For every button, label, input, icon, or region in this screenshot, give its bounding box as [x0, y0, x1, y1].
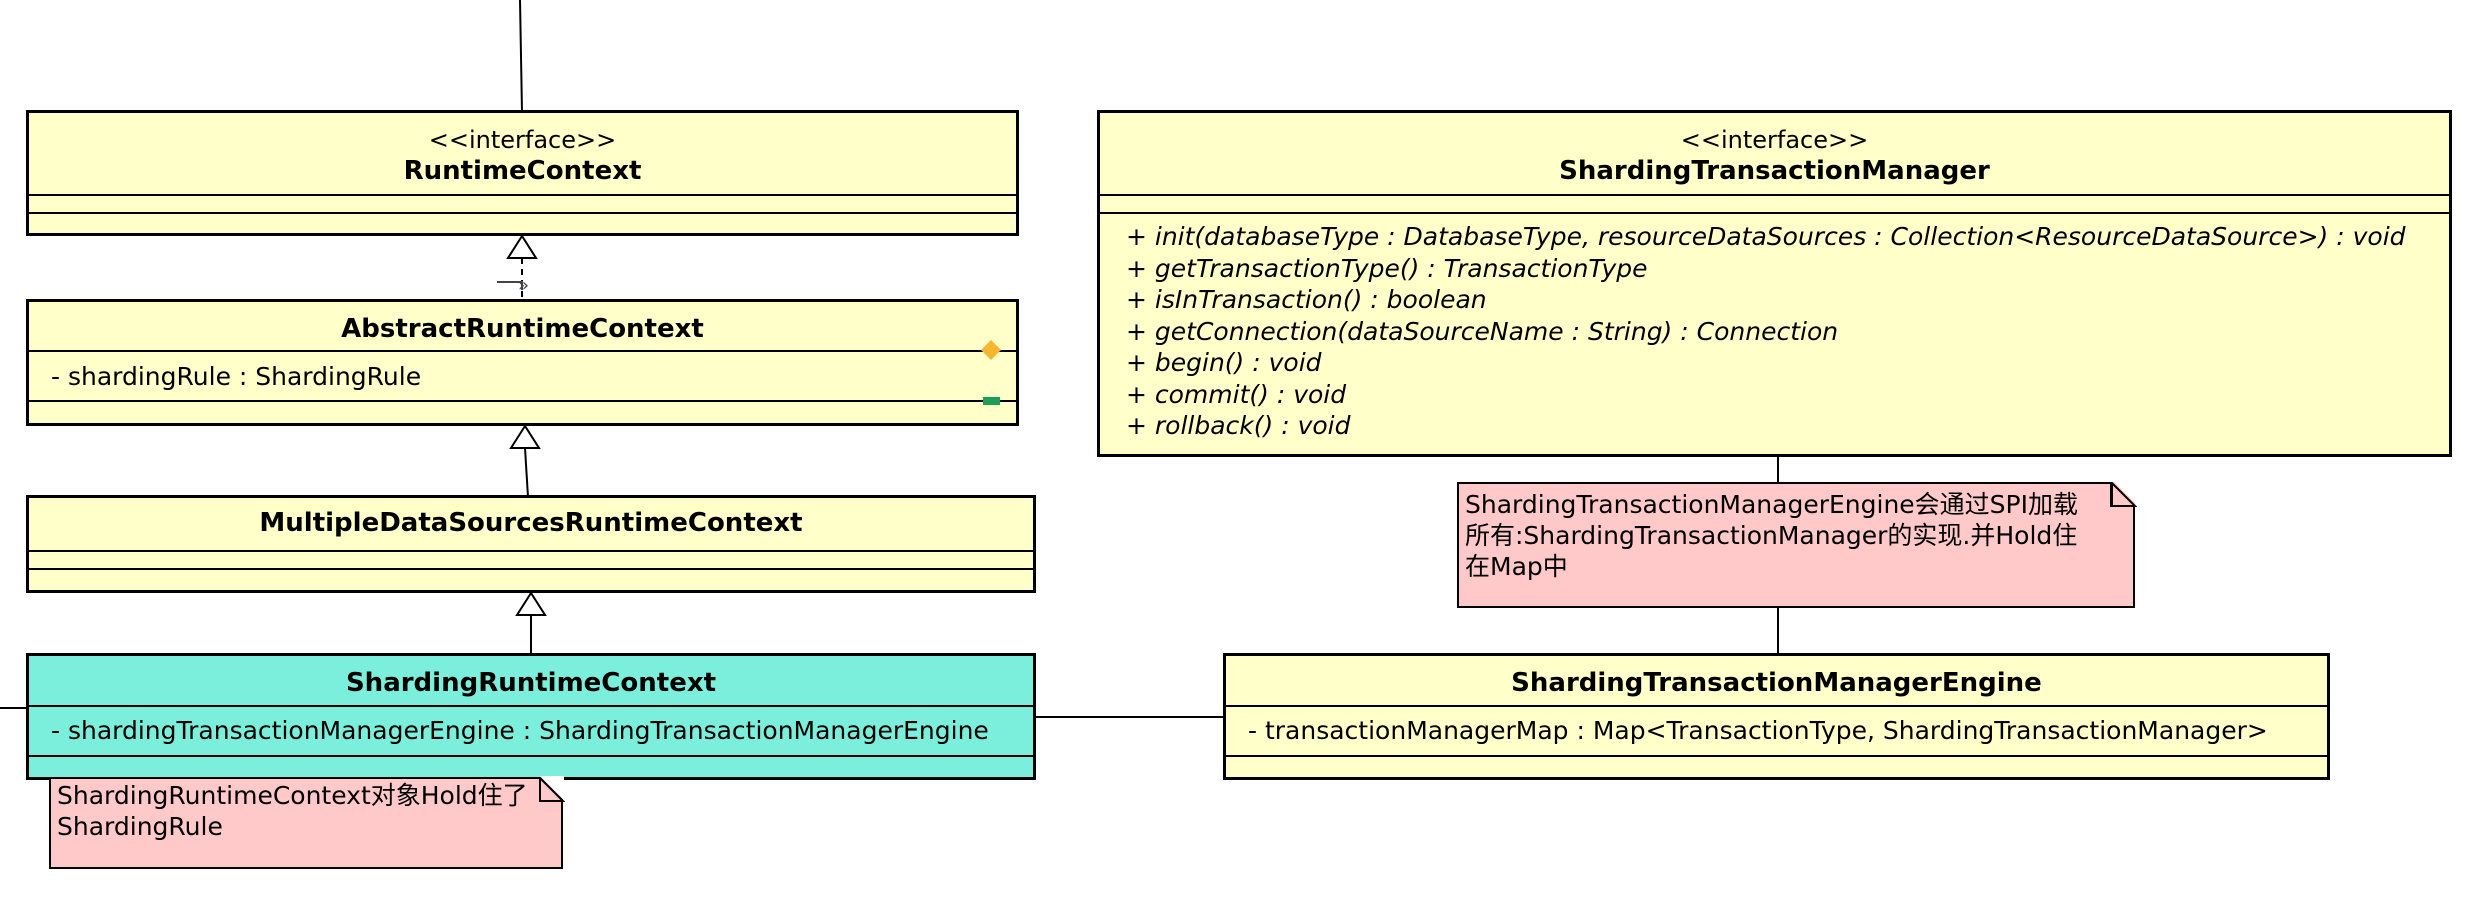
- class-name: ShardingRuntimeContext: [345, 668, 717, 698]
- compartment-divider: [29, 350, 1016, 352]
- class-multiple-datasources-runtime-context[interactable]: MultipleDataSourcesRuntimeContext: [26, 495, 1036, 593]
- note-runtime[interactable]: ShardingRuntimeContext对象Hold住了 ShardingR…: [49, 777, 563, 869]
- generalization-arrowhead-1: [509, 424, 541, 449]
- class-header: <<interface>> ShardingTransactionManager: [1100, 113, 2449, 187]
- inheritance-line-top: [519, 0, 523, 113]
- note-fold-icon: [2111, 482, 2137, 507]
- realization-hook-icon: [497, 281, 523, 290]
- class-header: <<interface>> RuntimeContext: [29, 113, 1016, 187]
- note-fold-icon: [539, 777, 565, 802]
- note-line: ShardingRuntimeContext对象Hold住了: [57, 781, 528, 810]
- class-name: MultipleDataSourcesRuntimeContext: [259, 508, 803, 538]
- class-header: AbstractRuntimeContext: [29, 302, 1016, 345]
- attribute-text: - shardingRule : ShardingRule: [51, 362, 422, 391]
- note-engine-border: [1457, 482, 2135, 608]
- note-line: ShardingTransactionManagerEngine会通过SPI加载: [1465, 490, 2079, 519]
- double-chevron-icon: »: [518, 275, 529, 296]
- note-runtime-border: [49, 777, 563, 869]
- diamond-icon: [981, 340, 1001, 360]
- class-sharding-runtime-context[interactable]: ShardingRuntimeContext - shardingTransac…: [26, 653, 1036, 780]
- operations-list: + init(databaseType : DatabaseType, reso…: [1126, 221, 2406, 442]
- compartment-divider: [29, 194, 1016, 196]
- compartment-divider: [29, 568, 1033, 570]
- compartment-divider: [1100, 194, 2449, 196]
- compartment-divider: [1226, 705, 2327, 707]
- compartment-divider: [1100, 212, 2449, 214]
- compartment-divider: [29, 755, 1033, 757]
- class-header: ShardingTransactionManagerEngine: [1226, 656, 2327, 699]
- compartment-divider: [29, 705, 1033, 707]
- operation-item: + getConnection(dataSourceName : String)…: [1126, 316, 1839, 346]
- compartment-divider: [29, 212, 1016, 214]
- class-name: RuntimeContext: [403, 156, 642, 186]
- class-abstract-runtime-context[interactable]: AbstractRuntimeContext - shardingRule : …: [26, 299, 1019, 426]
- operation-item: + init(databaseType : DatabaseType, reso…: [1126, 222, 2406, 251]
- stereotype-label: <<interface>>: [428, 126, 617, 154]
- class-sharding-transaction-manager-engine[interactable]: ShardingTransactionManagerEngine - trans…: [1223, 653, 2330, 780]
- green-marker-icon: [983, 397, 1000, 405]
- operation-item: + begin() : void: [1126, 348, 1322, 377]
- note-line: 所有:ShardingTransactionManager的实现.并Hold住: [1465, 521, 2078, 550]
- class-name: ShardingTransactionManagerEngine: [1511, 668, 2042, 698]
- stereotype-label: <<interface>>: [1680, 126, 1869, 154]
- operation-item: + getTransactionType() : TransactionType: [1126, 253, 1648, 283]
- note-line: ShardingRule: [57, 812, 223, 841]
- note-engine[interactable]: ShardingTransactionManagerEngine会通过SPI加载…: [1457, 482, 2135, 608]
- class-runtime-context[interactable]: <<interface>> RuntimeContext: [26, 110, 1019, 236]
- class-name: AbstractRuntimeContext: [341, 314, 704, 344]
- compartment-divider: [29, 400, 1016, 402]
- generalization-line-1: [524, 447, 529, 498]
- class-header: ShardingRuntimeContext: [29, 656, 1033, 699]
- class-header: MultipleDataSourcesRuntimeContext: [29, 498, 1033, 539]
- generalization-arrowhead-2: [515, 591, 547, 616]
- operation-item: + rollback() : void: [1126, 411, 1351, 440]
- operation-item: + commit() : void: [1126, 379, 1347, 409]
- note-line: 在Map中: [1465, 552, 1568, 581]
- operation-item: + isInTransaction() : boolean: [1126, 285, 1487, 314]
- compartment-divider: [29, 550, 1033, 552]
- class-sharding-transaction-manager[interactable]: <<interface>> ShardingTransactionManager…: [1097, 110, 2452, 457]
- realization-arrowhead: [506, 234, 538, 259]
- class-name: ShardingTransactionManager: [1559, 156, 1990, 186]
- attribute-text: - shardingTransactionManagerEngine : Sha…: [51, 716, 989, 745]
- attribute-text: - transactionManagerMap : Map<Transactio…: [1248, 716, 2268, 745]
- compartment-divider: [1226, 755, 2327, 757]
